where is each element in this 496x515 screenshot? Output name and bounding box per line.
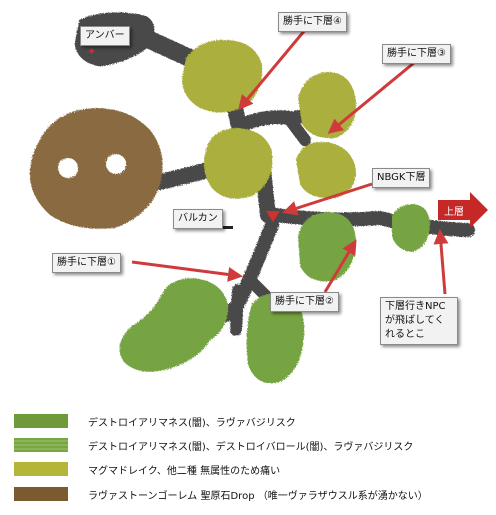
green-zone-lower-mid	[246, 293, 305, 384]
yellow-zone-center	[204, 128, 273, 199]
legend-swatch	[14, 462, 68, 476]
legend-row: デストロイアリマネス(闇)、デストロイバロール(闇)、ラヴァバジリスク	[14, 437, 484, 453]
label-nbgk: NBGK下層	[372, 168, 431, 188]
legend-text: ラヴァストーンゴーレム 聖原石Drop （唯一ヴァラザウスル系が湧かない）	[88, 490, 428, 502]
legend-row: デストロイアリマネス(闇)、ラヴァバジリスク	[14, 413, 484, 429]
brown-zone-hole-left	[58, 158, 78, 178]
green-zone-lower-left	[119, 278, 228, 372]
corridor-spine	[230, 284, 244, 336]
arrow-shortcut2	[323, 239, 357, 293]
brown-zone	[29, 108, 163, 229]
balkan-marker-icon	[266, 211, 280, 222]
arrow-nbgk	[282, 182, 373, 216]
arrows	[131, 29, 449, 295]
corridor-right-mid	[284, 114, 311, 146]
brown-zone-hole-right	[106, 154, 126, 174]
green-zone-right-2	[392, 204, 430, 252]
legend-swatch	[14, 438, 68, 452]
legend-swatch	[14, 487, 68, 501]
arrow-shortcut1	[131, 260, 243, 282]
green-zone-right-1	[298, 212, 356, 282]
arrow-shortcut4	[238, 29, 307, 111]
corridor-mid-down	[243, 218, 279, 285]
legend-text: デストロイアリマネス(闇)、ラヴァバジリスク	[88, 417, 296, 429]
legend-row: マグマドレイク、他二種 無属性のため痛い	[14, 461, 484, 477]
amber-star-icon: ✦	[87, 45, 96, 58]
label-shortcut4: 勝手に下層④	[278, 12, 347, 32]
yellow-zone-top	[182, 39, 263, 113]
legend-row: ラヴァストーンゴーレム 聖原石Drop （唯一ヴァラザウスル系が湧かない）	[14, 486, 484, 502]
arrow-shortcut3	[327, 60, 416, 134]
upper-exit-arrow	[438, 192, 488, 228]
label-shortcut1: 勝手に下層①	[52, 253, 121, 273]
legend-text: デストロイアリマネス(闇)、デストロイバロール(闇)、ラヴァバジリスク	[88, 441, 414, 453]
label-shortcut3: 勝手に下層③	[382, 44, 451, 64]
label-npc: 下層行きNPCが飛ばしてくれるとこ	[380, 297, 458, 345]
label-upper: 上層	[444, 207, 464, 218]
legend-text: マグマドレイク、他二種 無属性のため痛い	[88, 465, 281, 477]
arrow-npc	[433, 229, 449, 295]
yellow-zone-right-mid	[296, 141, 356, 199]
yellow-zone-top-right	[298, 72, 357, 139]
label-amber: アンバー	[80, 26, 130, 46]
golem-area	[29, 108, 163, 229]
label-shortcut2: 勝手に下層②	[270, 292, 339, 312]
dungeon-map: ✦	[29, 12, 488, 384]
label-balkan: バルカン	[173, 209, 223, 229]
legend-swatch	[14, 414, 68, 428]
